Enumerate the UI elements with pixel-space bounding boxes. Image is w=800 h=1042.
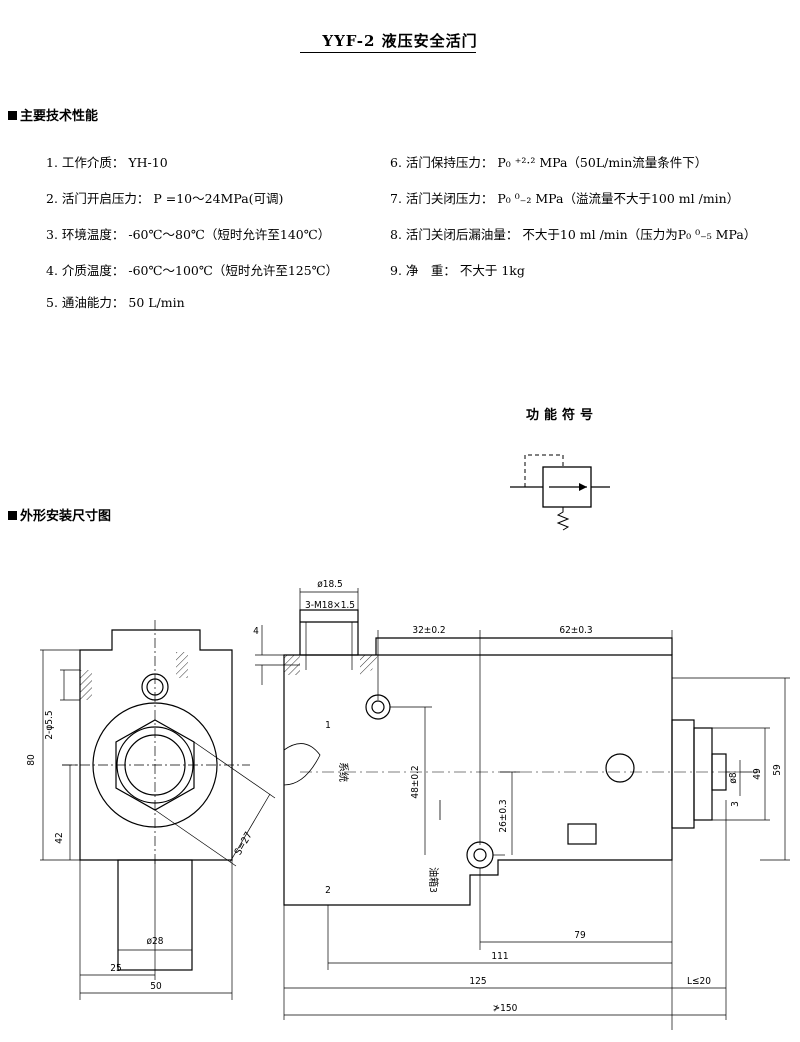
dim-l111: 111 bbox=[491, 951, 508, 962]
dim-h80: 80 bbox=[26, 754, 37, 766]
dim-d28: ø28 bbox=[147, 936, 164, 947]
dim-t4: 4 bbox=[253, 626, 259, 637]
dim-d32: 32±0.2 bbox=[412, 625, 445, 636]
dim-l79: 79 bbox=[574, 930, 586, 941]
spec-item-2: 2. 活门开启压力： P =10～24MPa(可调) bbox=[46, 191, 284, 206]
function-symbol-diagram bbox=[510, 454, 610, 531]
dim-phi8: ø8 bbox=[728, 772, 739, 784]
dim-hole: 2-φ5.5 bbox=[44, 710, 55, 739]
dim-l150: ≯150 bbox=[493, 1003, 518, 1014]
port-2-label: 2 bbox=[325, 885, 331, 896]
spec-item-7: 7. 活门关闭压力： P₀ ⁰₋₂ MPa（溢流量不大于100 ml /min） bbox=[390, 191, 740, 206]
spec-item-9: 9. 净 重： 不大于 1kg bbox=[390, 263, 525, 278]
dim-d18-5: ø18.5 bbox=[317, 579, 343, 590]
end-view bbox=[62, 620, 250, 971]
system-port-label: 系统 bbox=[337, 762, 350, 782]
dim-d26: 26±0.3 bbox=[498, 799, 509, 832]
function-symbol-title: 功能符号 bbox=[526, 408, 599, 423]
dim-w50: 50 bbox=[150, 981, 162, 992]
spec-item-6: 6. 活门保持压力： P₀ ⁺²·² MPa（50L/min流量条件下） bbox=[390, 155, 708, 170]
dim-s27: S=27 bbox=[233, 830, 255, 857]
page-title: YYF-2 液压安全活门 bbox=[322, 32, 478, 50]
spec-item-5: 5. 通油能力： 50 L/min bbox=[46, 295, 185, 310]
dim-d49: 49 bbox=[752, 768, 763, 780]
spec-item-1: 1. 工作介质： YH-10 bbox=[46, 155, 168, 170]
drain-port-label: 油箱3 bbox=[427, 867, 440, 893]
drawing-heading: 外形安装尺寸图 bbox=[8, 505, 111, 524]
dim-d59: 59 bbox=[772, 764, 783, 776]
port-1-label: 1 bbox=[325, 720, 331, 731]
spec-item-8: 8. 活门关闭后漏油量： 不大于10 ml /min（压力为P₀ ⁰₋₅ MPa… bbox=[390, 227, 757, 242]
dim-l125: 125 bbox=[469, 976, 486, 987]
title-underline bbox=[300, 52, 476, 53]
dim-w25: 25 bbox=[110, 963, 121, 974]
dim-d48: 48±0.2 bbox=[410, 765, 421, 798]
dim-d62: 62±0.3 bbox=[559, 625, 592, 636]
spec-item-3: 3. 环境温度： -60℃～80℃（短时允许至140℃） bbox=[46, 227, 331, 242]
spec-item-4: 4. 介质温度： -60℃～100℃（短时允许至125℃） bbox=[46, 263, 339, 278]
dim-l20: L≤20 bbox=[687, 976, 711, 987]
dim-h42: 42 bbox=[54, 832, 65, 843]
dim-thread: 3-M18×1.5 bbox=[305, 600, 355, 611]
dim-t3: 3 bbox=[730, 801, 741, 807]
specs-heading: 主要技术性能 bbox=[8, 105, 98, 124]
side-view bbox=[283, 609, 760, 906]
outline-drawing: 2-φ5.5 80 42 ø28 25 50 S=27 ø18.5 3-M18×… bbox=[26, 579, 790, 1030]
